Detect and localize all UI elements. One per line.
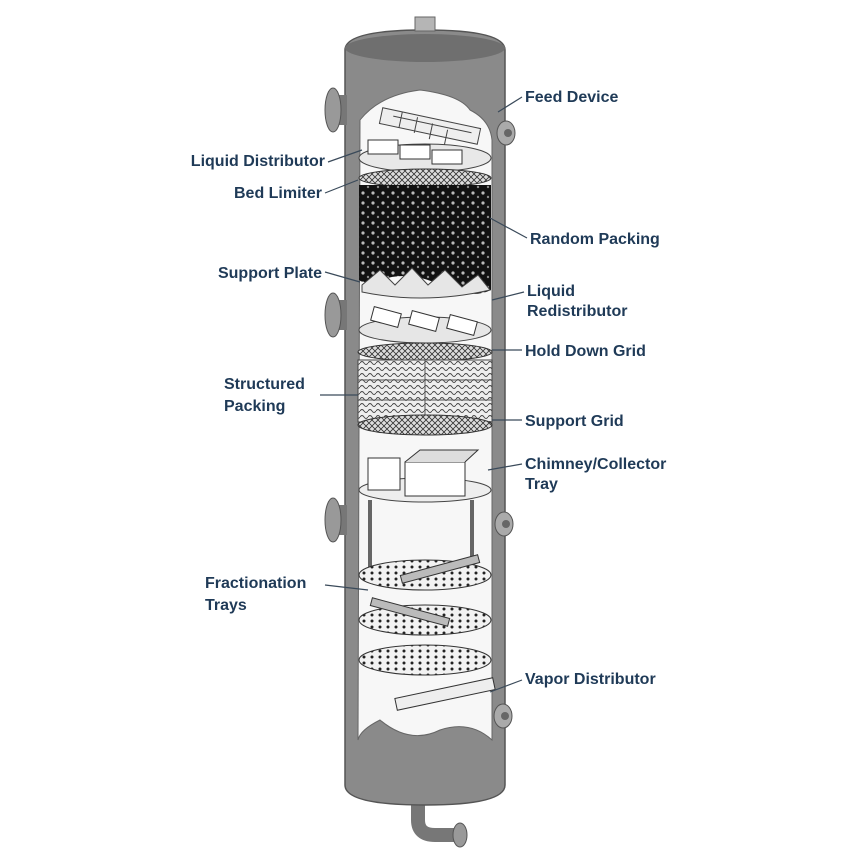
liquid-distributor [358,139,492,173]
label-support-plate: Support Plate [218,265,322,282]
label-structured-packing-1: Structured [224,376,305,393]
label-support-grid: Support Grid [525,413,624,430]
bed-limiter [358,168,492,188]
column-top-head [345,34,505,62]
top-nozzle [414,16,436,32]
label-hold-down-grid: Hold Down Grid [525,343,646,360]
label-liquid-redistributor-1: Liquid [527,283,575,300]
support-grid [357,414,493,436]
random-packing [359,185,491,294]
fractionation-trays [358,500,492,676]
feed-device [378,107,482,146]
hold-down-grid [357,342,493,362]
label-fractionation-trays-2: Trays [205,597,247,614]
label-random-packing: Random Packing [530,231,660,248]
bottom-outlet-flange [452,822,468,848]
structured-packing-layers [358,360,492,422]
label-bed-limiter: Bed Limiter [234,185,322,202]
label-vapor-distributor: Vapor Distributor [525,671,656,688]
label-feed-device: Feed Device [525,89,618,106]
label-chimney-collector-tray-2: Tray [525,476,558,493]
label-liquid-distributor: Liquid Distributor [191,153,325,170]
liquid-redistributor [358,306,492,344]
label-structured-packing-2: Packing [224,398,285,415]
side-nozzles [324,87,516,729]
label-fractionation-trays-1: Fractionation [205,575,306,592]
bottom-outlet-pipe [411,795,455,842]
leader-lines [320,96,528,693]
chimney-collector-tray [358,449,492,503]
label-chimney-collector-tray-1: Chimney/Collector [525,456,666,473]
support-plate [361,267,491,299]
vapor-distributor [394,677,496,711]
label-liquid-redistributor-2: Redistributor [527,303,627,320]
